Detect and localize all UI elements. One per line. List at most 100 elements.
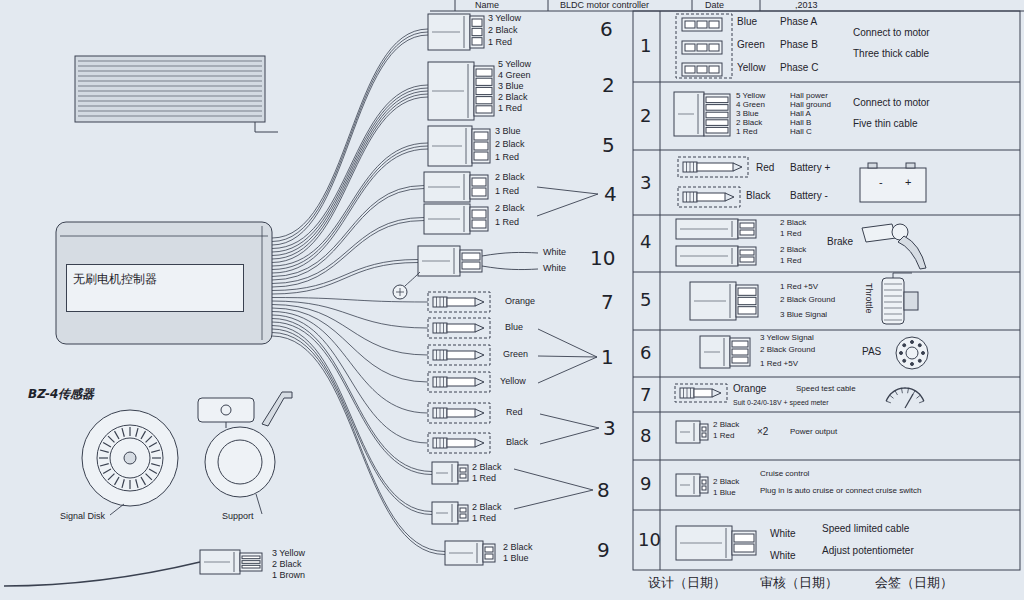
bullet-connector [678,157,748,177]
gauge-tick [901,388,903,393]
table-cell: Black [746,190,770,201]
table-cell: Speed limited cable [822,523,909,534]
table-cell: White [770,550,796,561]
table-cell: 2 Black [780,219,806,228]
connector-housing [676,526,732,560]
table-rule [633,150,1020,151]
brake-lever [898,236,926,269]
wire-label: Orange [505,297,535,307]
plug-housing [704,94,730,136]
wire [272,305,428,356]
housing-ridge [464,16,465,48]
ground-wire [405,272,420,286]
housing-ridge [680,256,728,257]
wire [272,319,432,472]
housing-ridge [698,94,699,134]
table-cell: 1 Red +5V [780,283,818,292]
callout-number: 7 [640,385,651,405]
heatsink-fin [78,86,262,87]
connector-plug [738,247,756,265]
plug-pin [472,28,482,35]
white-wire [482,252,538,256]
wire-label: 1 Red [472,514,496,524]
plug-pin [472,38,482,45]
disk-hub [124,452,136,464]
plug-pin [697,21,707,28]
housing-ridge [428,219,460,220]
wire [272,94,428,259]
plug-pin [709,21,719,28]
title-rule [692,0,693,11]
connector-housing [424,172,470,202]
disk-ring [110,438,150,478]
plug-housing [470,16,484,48]
sleeve-rib [690,192,691,202]
table-cell: Orange [733,383,766,394]
connector-plug [700,424,708,440]
table-cell: Battery - [790,190,828,201]
table-cell: 2 Black Ground [780,296,835,305]
wire [272,97,428,263]
table-frame [633,11,1020,570]
table-cell: Throttle [863,283,873,314]
disk-slot [151,450,160,452]
plug-pin [706,120,728,126]
plug-housing [474,66,494,116]
plug-pin [740,223,754,228]
housing-ridge [466,128,467,164]
sleeve-rib [443,350,444,360]
battery-terminal [868,163,877,168]
table-cell: 4 Green [736,101,765,110]
table-cell: Brake [827,236,853,247]
plug-housing [470,207,488,231]
wire-label: 5 Yellow [498,60,531,70]
bullet-tip [733,163,742,171]
wire-label: Red [506,408,523,418]
sleeve-rib [443,323,444,333]
sensor-cable [4,562,200,586]
disk-slot [129,480,130,489]
pas-magnet [918,359,921,362]
plug-pin [474,132,488,140]
sleeve-rib [436,377,437,387]
plug-pin [738,288,756,295]
plug-pin [732,349,748,355]
housing-ridge [452,464,453,482]
sensor-drawing [4,392,292,586]
support-ring [218,440,262,484]
sleeve-rib [693,162,694,172]
wire-label: 2 Black [495,204,525,214]
disk-slot [122,428,124,437]
leader-line [540,428,599,444]
table-cell: 3 Blue [736,110,759,119]
sleeve-rib [443,377,444,387]
wire-label: 2 Black [503,543,533,553]
connector-outline [676,14,732,78]
leader-line [514,469,593,490]
plug-pin [740,257,754,262]
wire-label: 1 Red [495,153,519,163]
sleeve-rib [436,323,437,333]
controller-drawing [56,56,278,344]
wire [272,322,432,475]
title-rule [760,0,761,11]
connector-housing [676,421,700,443]
housing-ridge [464,206,465,232]
wire-label: 2 Black [495,140,525,150]
plug-pin [738,297,756,304]
plug-housing [460,250,482,272]
plug-pin [706,127,728,133]
title-cell: Name [475,1,499,11]
wire-label: 4 Green [498,71,531,81]
connector-outline [678,157,748,177]
plug-pin [472,210,486,218]
housing-body [676,421,700,443]
sleeve-rib [436,350,437,360]
pas-magnet [903,359,906,362]
heatsink-fin [78,66,262,67]
wire-label: 1 Red [498,104,522,114]
plug-pin [697,44,707,51]
bullet-sleeve [683,162,697,172]
disk-slot [129,427,130,436]
plug-pin [740,230,754,235]
